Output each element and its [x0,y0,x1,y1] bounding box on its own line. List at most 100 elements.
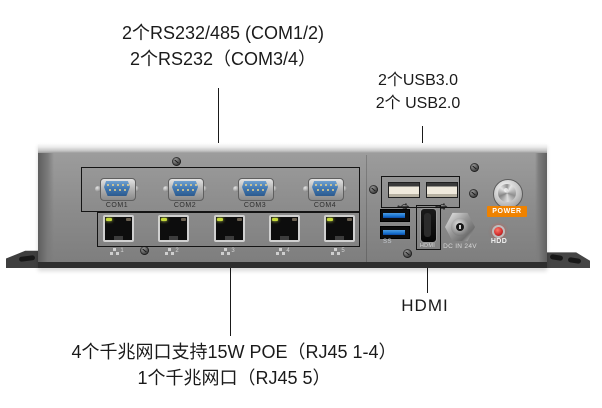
db9-screw-icon [133,186,139,192]
rj45-port-3 [214,215,245,242]
com4-label: COM4 [313,202,337,209]
hdmi-chassis-label: HDMI [419,243,436,249]
hdmi-outline-box [416,205,441,250]
chassis-top-edge [38,143,547,153]
com-callout-line [218,88,219,172]
com-ports-outline-box [81,167,360,212]
screw-icon [140,246,149,255]
lan-port-number: 1 [103,246,134,256]
usb2-port-1 [388,182,420,198]
lan-annotation: 4个千兆网口支持15W POE（RJ45 1-4） 1个千兆网口（RJ45 5） [36,339,432,391]
lan-led-amber [292,218,297,221]
lan-port-number: 3 [214,246,245,256]
db9-screw-icon [303,186,309,192]
bracket-slot [549,254,564,261]
lan-annotation-line2: 1个千兆网口（RJ45 5） [137,368,331,388]
screw-icon [172,157,181,166]
bracket-slot [567,257,582,264]
usb-annotation-line1: 2个USB3.0 [377,72,459,89]
lan-port-number: 5 [324,246,355,256]
com1-label: COM1 [105,202,129,209]
db9-pins [107,184,109,186]
lan-led-green [327,218,333,221]
db9-bezel [100,178,136,201]
db9-pins [315,184,317,186]
power-button[interactable] [493,179,523,209]
db9-bezel [308,178,344,201]
rj45-port-4 [269,215,300,242]
com-annotation-line2: 2个RS232（COM3/4） [129,49,317,69]
db9-screw-icon [341,186,347,192]
usb3-ss-marking: SS [383,239,393,245]
hdmi-port [420,208,437,243]
power-button-shine [504,188,508,192]
chassis-right-shade [535,153,547,268]
hdd-led [492,225,505,238]
db9-face [312,181,338,196]
lan-icon [168,248,172,251]
lan-icon [224,248,228,251]
lan-led-green [217,218,223,221]
rj45-tab [169,236,178,240]
usb-annotation: 2个USB3.0 2个 USB2.0 [350,69,486,115]
mount-bracket-right [544,252,590,268]
usb-annotation-line2: 2个 USB2.0 [375,95,461,112]
com3-label: COM3 [243,202,267,209]
lan-led-amber [181,218,186,221]
db9-screw-icon [271,186,277,192]
industrial-pc-front-panel: COM1 COM2 COM3 COM4 1 2 3 4 5 [38,143,547,268]
db9-screw-icon [233,186,239,192]
bracket-slot [18,255,36,262]
rj45-port-2 [158,215,189,242]
usb2-port-2 [426,182,458,198]
lan-icon [334,248,338,251]
dc-chassis-label: DC IN 24V [443,243,477,250]
screw-icon [470,163,479,172]
db9-bezel [168,178,204,201]
lan-number-text: 2 [175,248,179,254]
rj45-port-5 [324,215,355,242]
com-annotation-line1: 2个RS232/485 (COM1/2) [121,23,325,43]
power-badge: POWER [487,206,527,217]
com-annotation: 2个RS232/485 (COM1/2) 2个RS232（COM3/4） [58,20,388,72]
lan-number-text: 5 [341,248,345,254]
com4-serial-port [303,177,347,201]
usb-ports-outline-box [381,176,460,208]
usb3-port-1 [380,209,410,222]
db9-screw-icon [163,186,169,192]
power-button-inner [498,184,516,202]
db9-screw-icon [95,186,101,192]
db9-pins [245,184,247,186]
com1-serial-port [95,177,139,201]
lan-led-amber [126,218,131,221]
lan-annotation-line1: 4个千兆网口支持15W POE（RJ45 1-4） [71,342,397,362]
com2-label: COM2 [173,202,197,209]
chassis-bottom-edge [38,262,547,268]
panel-seam [366,155,367,262]
com2-serial-port [163,177,207,201]
db9-face [104,181,130,196]
lan-ports-outline-box [97,212,360,247]
rj45-tab [335,236,344,240]
lan-number-text: 3 [231,248,235,254]
rj45-tab [225,236,234,240]
screw-icon [469,189,478,198]
usb3-tongue [383,213,405,218]
lan-port-number: 2 [158,246,189,256]
db9-bezel [238,178,274,201]
dc-jack-pin [459,225,461,229]
screw-icon [403,249,412,258]
db9-face [172,181,198,196]
rj45-tab [280,236,289,240]
rj45-port-1 [103,215,134,242]
lan-led-amber [237,218,242,221]
lan-number-text: 1 [120,248,124,254]
lan-port-number: 4 [269,246,300,256]
hdmi-annotation: HDMI [401,296,449,315]
hdd-label: HDD [490,238,508,245]
lan-led-amber [347,218,352,221]
usb3-tongue [383,230,405,235]
screw-icon [369,185,378,194]
lan-led-green [161,218,167,221]
lan-led-green [272,218,278,221]
